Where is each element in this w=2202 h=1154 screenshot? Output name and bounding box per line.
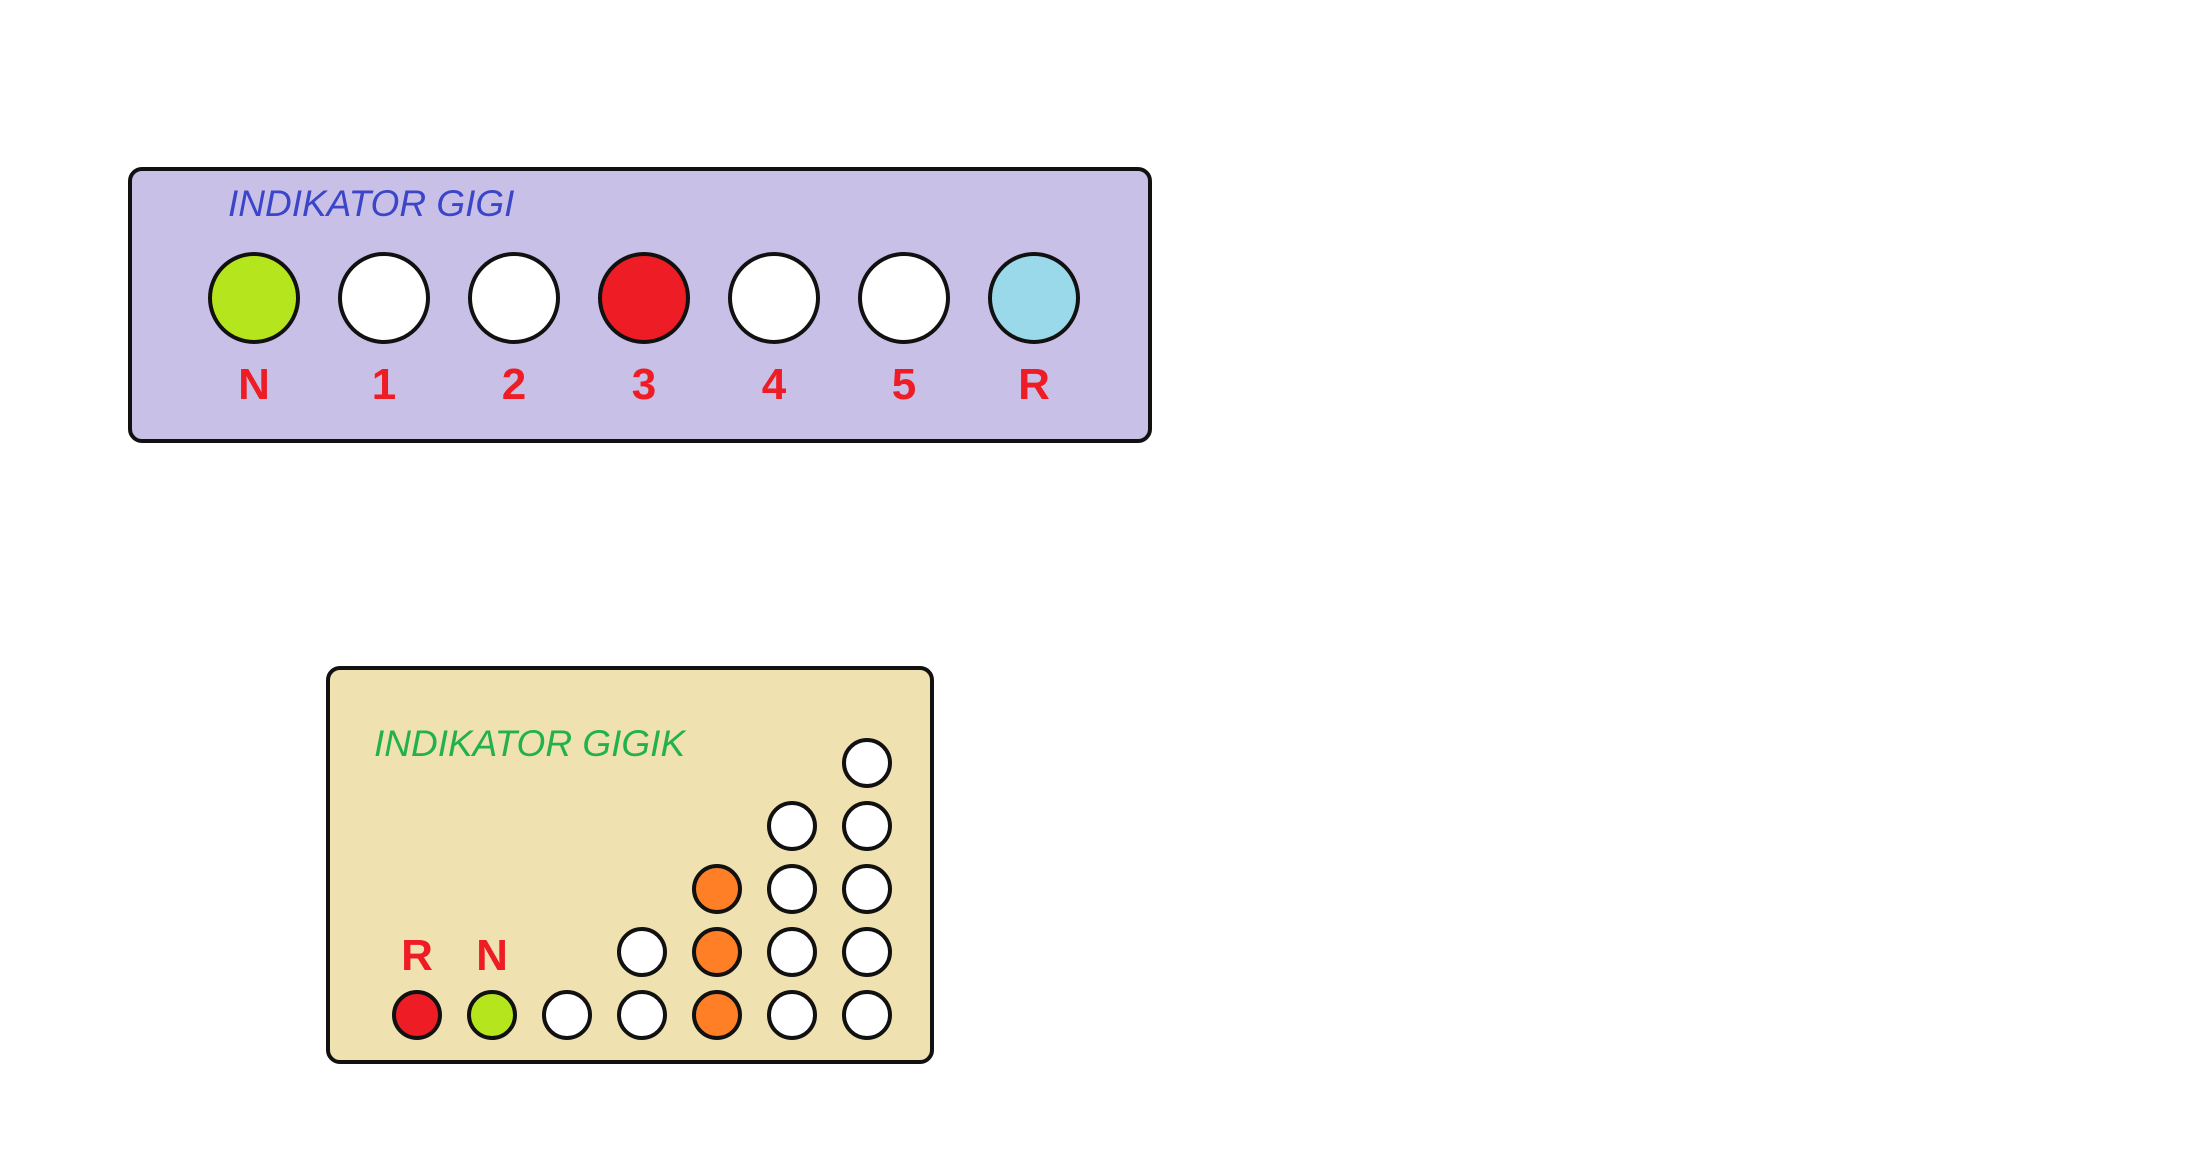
gear-light-r bbox=[988, 252, 1080, 344]
gear-dot-col5-row3 bbox=[692, 864, 742, 914]
indikator-gigik-title: INDIKATOR GIGIK bbox=[374, 723, 686, 764]
gear-light-1 bbox=[338, 252, 430, 344]
gear-dot-col7-row5 bbox=[842, 738, 892, 788]
gear-light-3 bbox=[598, 252, 690, 344]
gear-label-5: 5 bbox=[891, 360, 917, 409]
gear-dot-label-n: N bbox=[476, 931, 508, 980]
gear-label-r: R bbox=[1018, 360, 1050, 409]
gear-dot-col7-row4 bbox=[842, 801, 892, 851]
gear-label-2: 2 bbox=[501, 360, 527, 409]
gear-label-3: 3 bbox=[631, 360, 657, 409]
gear-dot-col6-row2 bbox=[767, 927, 817, 977]
gear-dot-col6-row3 bbox=[767, 864, 817, 914]
gear-dot-col4-row2 bbox=[617, 927, 667, 977]
gear-dot-col4-row1 bbox=[617, 990, 667, 1040]
gear-light-2 bbox=[468, 252, 560, 344]
gear-label-4: 4 bbox=[761, 360, 787, 409]
gear-dot-col7-row3 bbox=[842, 864, 892, 914]
gear-dot-col2-row1 bbox=[467, 990, 517, 1040]
gear-dot-col6-row1 bbox=[767, 990, 817, 1040]
indikator-gigi-panel: INDIKATOR GIGI N 1 2 3 4 5 R bbox=[128, 167, 1152, 443]
indikator-gigi-title: INDIKATOR GIGI bbox=[228, 183, 515, 224]
gear-dot-col7-row2 bbox=[842, 927, 892, 977]
gear-dot-col5-row1 bbox=[692, 990, 742, 1040]
gear-dot-col3-row1 bbox=[542, 990, 592, 1040]
gear-light-4 bbox=[728, 252, 820, 344]
gear-dot-col7-row1 bbox=[842, 990, 892, 1040]
gear-dot-col1-row1 bbox=[392, 990, 442, 1040]
gear-label-n: N bbox=[238, 360, 270, 409]
gear-dot-col5-row2 bbox=[692, 927, 742, 977]
gear-dot-label-r: R bbox=[401, 931, 433, 980]
gear-dot-col6-row4 bbox=[767, 801, 817, 851]
gear-label-1: 1 bbox=[371, 360, 397, 409]
gear-light-5 bbox=[858, 252, 950, 344]
gear-light-n bbox=[208, 252, 300, 344]
